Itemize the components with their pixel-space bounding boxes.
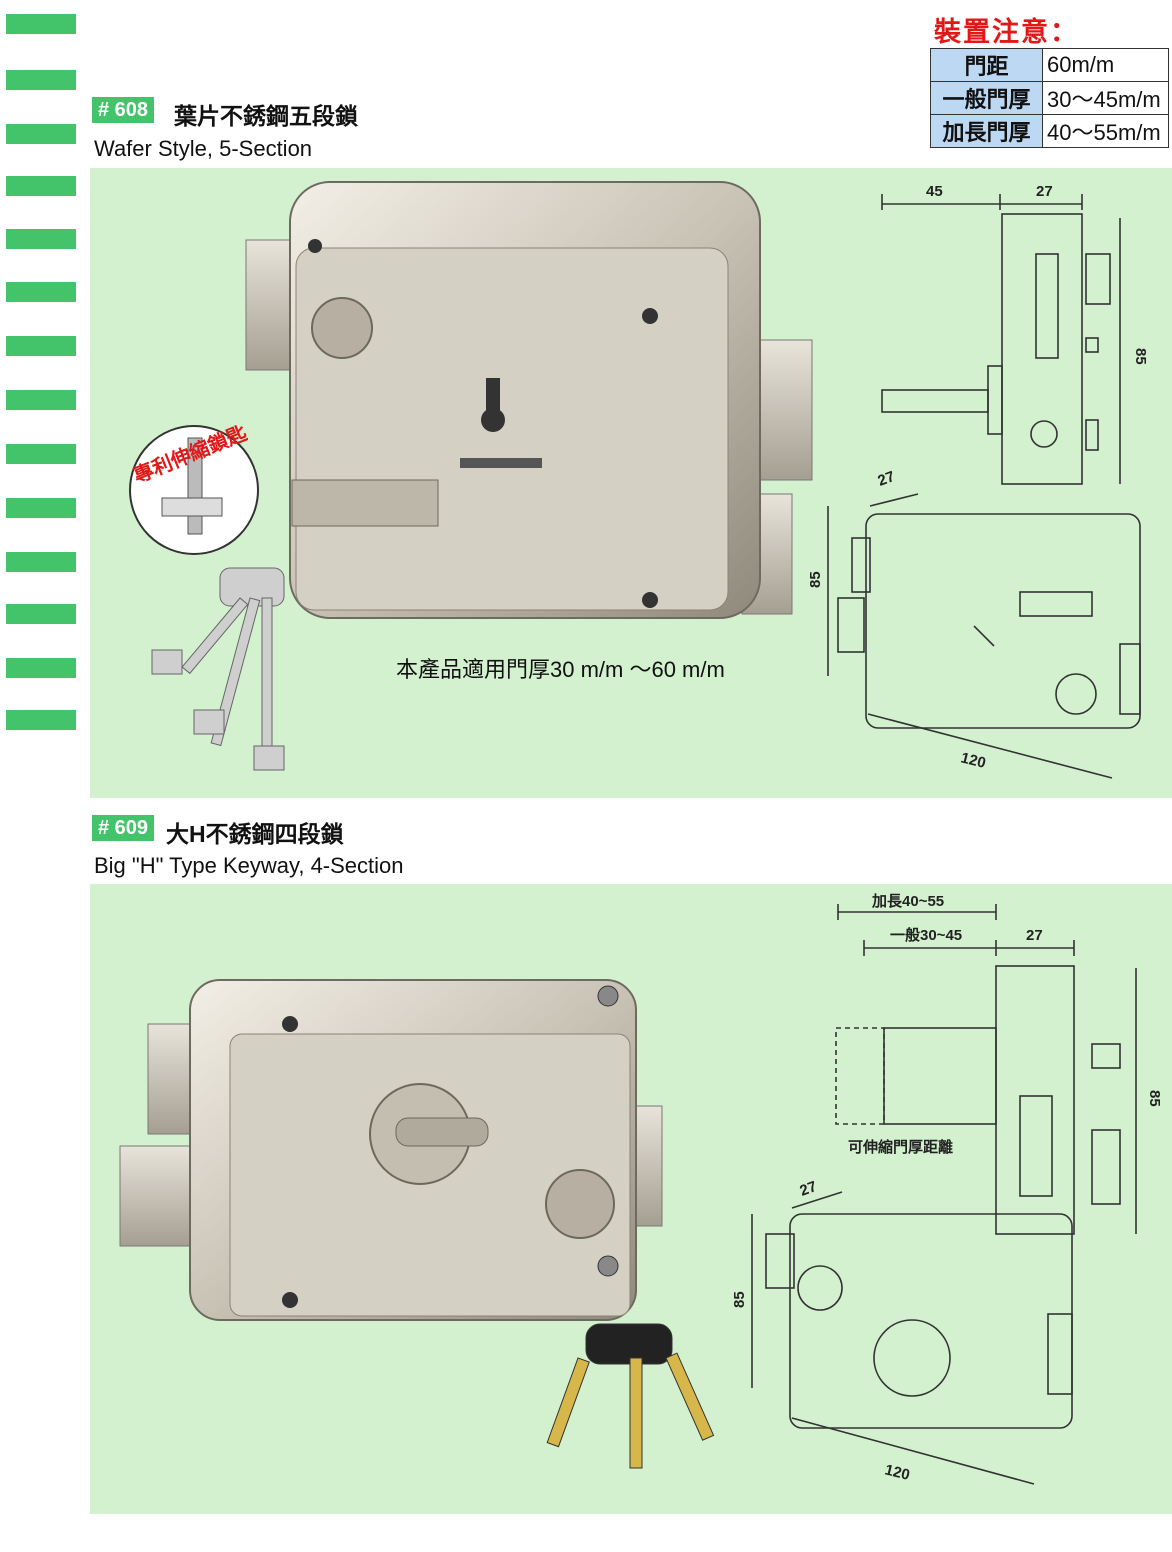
notice-row: 一般門厚 30～45m/m xyxy=(930,81,1169,115)
product-name-en: Big "H" Type Keyway, 4-Section xyxy=(94,853,404,878)
side-tab xyxy=(6,658,76,678)
product-illustration-608: 專利伸縮鎖匙 45 xyxy=(129,181,1149,779)
product-name-en: Wafer Style, 5-Section xyxy=(94,136,313,161)
product-panel-609: 加長40~55 一般30~45 27 85 可伸縮門厚距離 27 85 120 xyxy=(90,884,1172,1514)
side-tab xyxy=(6,444,76,464)
front-view-drawing-608 xyxy=(827,493,1141,779)
extend-distance-note: 可伸縮門厚距離 xyxy=(848,1138,953,1156)
notice-value: 40～55m/m xyxy=(1042,114,1169,148)
dim-height: 85 xyxy=(1146,1090,1163,1107)
dim-height: 85 xyxy=(1132,348,1149,365)
front-view-drawing-609 xyxy=(751,1191,1073,1485)
dim-side-b: 27 xyxy=(1036,183,1053,200)
dim-side-b: 27 xyxy=(1026,927,1043,944)
product-illustration-609: 加長40~55 一般30~45 27 85 可伸縮門厚距離 27 85 120 xyxy=(119,893,1163,1485)
product-panel-608: 專利伸縮鎖匙 45 xyxy=(90,168,1172,798)
dim-front-height: 85 xyxy=(807,571,824,588)
dim-normal: 一般30~45 xyxy=(890,926,962,944)
product-code-badge: # 609 xyxy=(92,815,155,841)
dim-depth: 27 xyxy=(876,468,897,490)
dim-long: 加長40~55 xyxy=(871,893,944,910)
notice-table: 門距 60m/m 一般門厚 30～45m/m 加長門厚 40～55m/m xyxy=(930,48,1169,148)
dim-depth: 27 xyxy=(798,1178,819,1200)
lock-photo-608 xyxy=(245,181,813,619)
dim-front-height: 85 xyxy=(731,1291,748,1308)
product-code-badge: # 608 xyxy=(92,97,155,123)
product-name-zh: 葉片不銹鋼五段鎖 xyxy=(174,103,358,129)
notice-label: 一般門厚 xyxy=(930,81,1043,115)
side-tab xyxy=(6,176,76,196)
notice-value: 60m/m xyxy=(1042,48,1169,82)
side-tab xyxy=(6,282,76,302)
side-tab xyxy=(6,124,76,144)
dim-side-a: 45 xyxy=(926,183,943,200)
product-name-zh: 大H不銹鋼四段鎖 xyxy=(166,821,344,847)
dim-width: 120 xyxy=(883,1461,911,1484)
keys-608 xyxy=(151,567,285,771)
side-tab xyxy=(6,390,76,410)
side-view-drawing-609 xyxy=(835,904,1137,1235)
side-tab xyxy=(6,14,76,34)
side-tab xyxy=(6,229,76,249)
side-tab xyxy=(6,710,76,730)
dim-width: 120 xyxy=(959,749,987,772)
patent-key-inset: 專利伸縮鎖匙 xyxy=(129,420,259,555)
notice-title: 裝置注意： xyxy=(934,17,1079,47)
door-thickness-note: 本產品適用門厚30 m/m ～60 m/m xyxy=(396,657,725,682)
notice-label: 加長門厚 xyxy=(930,114,1043,148)
notice-label: 門距 xyxy=(930,48,1043,82)
side-tab xyxy=(6,604,76,624)
notice-row: 門距 60m/m xyxy=(930,48,1169,82)
notice-row: 加長門厚 40～55m/m xyxy=(930,114,1169,148)
side-tab xyxy=(6,552,76,572)
side-tab xyxy=(6,498,76,518)
side-view-drawing-608 xyxy=(881,194,1121,485)
lock-photo-609 xyxy=(119,979,663,1321)
side-tab xyxy=(6,70,76,90)
notice-value: 30～45m/m xyxy=(1042,81,1169,115)
side-tab xyxy=(6,336,76,356)
keys-609 xyxy=(546,1323,715,1469)
